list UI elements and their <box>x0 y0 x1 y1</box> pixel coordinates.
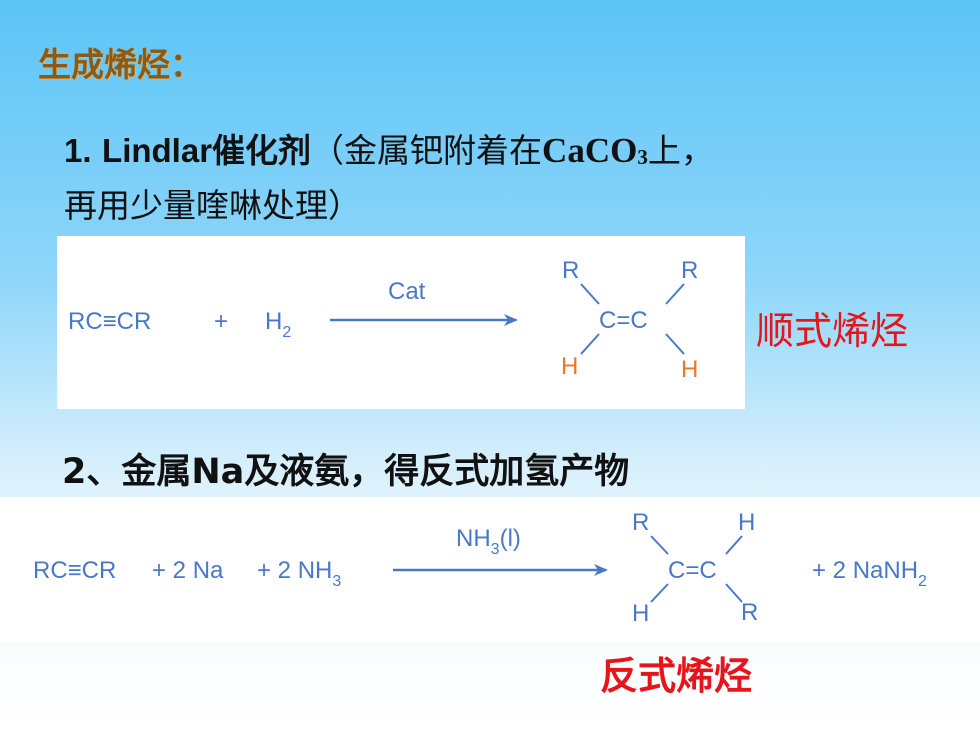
cis-alkene-label: 顺式烯烃 <box>756 309 909 353</box>
reaction2-arrow-label: NH3(l) <box>456 525 521 558</box>
cis-bond-bottom-left <box>580 333 600 355</box>
reaction2-ammonia: + 2 NH3 <box>257 557 341 590</box>
reaction2-reactant: RC≡CR <box>33 557 116 584</box>
method2-heading: 2、金属Na及液氨，得反式加氢产物 <box>62 452 630 492</box>
reaction1-arrow-label: Cat <box>388 278 426 305</box>
method1-description-end: 上， <box>647 131 714 170</box>
trans-alkene-label: 反式烯烃 <box>600 654 753 698</box>
trans-product-top-right: H <box>738 509 755 536</box>
reaction1-panel <box>57 236 745 409</box>
method1-description: （金属钯附着在 <box>311 131 543 170</box>
calcium-carbonate-formula: CaCO3 <box>542 131 648 170</box>
reaction2: RC≡CR + 2 Na + 2 NH3 NH3(l) R H C=C H R … <box>33 509 927 627</box>
trans-product-bottom-left: H <box>632 600 649 627</box>
reaction1-reactant: RC≡CR <box>68 308 151 335</box>
method1-number: 1. <box>64 132 92 169</box>
cis-product-bottom-right: H <box>681 356 698 383</box>
formula-subscript: 3 <box>637 145 648 169</box>
slide-title: 生成烯烃： <box>38 45 203 84</box>
cis-bond-top-right <box>665 283 685 305</box>
method1-line1: 1. Lindlar催化剂（金属钯附着在CaCO3上， <box>64 124 714 172</box>
trans-product-bottom-right: R <box>741 599 758 626</box>
reaction1-plus: + <box>214 308 228 335</box>
reaction1: RC≡CR + H2 Cat R R C=C H H <box>68 257 698 383</box>
method1-line2: 再用少量喹啉处理） <box>64 186 361 225</box>
method1-catalyst: Lindlar催化剂 <box>102 132 312 169</box>
reaction2-byproduct: + 2 NaNH2 <box>812 557 927 590</box>
cis-product-top-left: R <box>562 257 579 284</box>
trans-product-center: C=C <box>668 557 717 584</box>
reaction2-sodium: + 2 Na <box>152 557 224 584</box>
cis-bond-top-left <box>580 283 600 305</box>
formula-main: CaCO <box>542 131 638 170</box>
trans-bond-top-left <box>650 535 669 555</box>
trans-product-top-left: R <box>632 509 649 536</box>
cis-bond-bottom-right <box>665 333 685 355</box>
cis-product-center: C=C <box>599 307 648 334</box>
reaction1-hydrogen: H2 <box>265 308 291 341</box>
cis-product-bottom-left: H <box>561 353 578 380</box>
trans-bond-bottom-right <box>725 583 743 603</box>
trans-bond-top-right <box>725 535 743 555</box>
cis-product-top-right: R <box>681 257 698 284</box>
trans-bond-bottom-left <box>650 583 669 603</box>
